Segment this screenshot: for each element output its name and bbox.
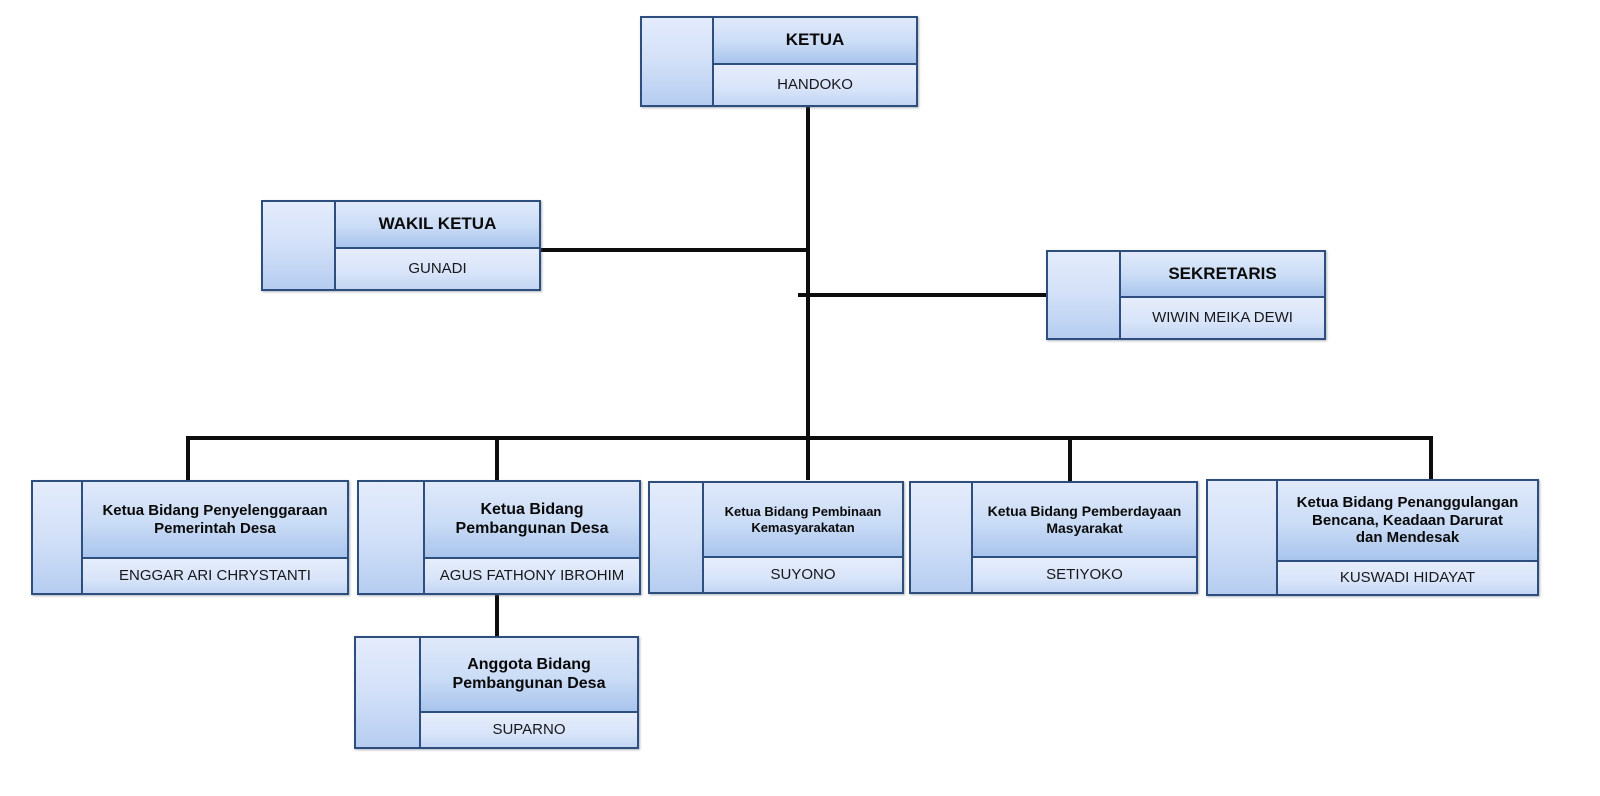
org-node-sidecell xyxy=(1048,252,1121,338)
org-node-title: KETUA xyxy=(714,18,916,65)
org-node-title: Ketua Bidang Pembangunan Desa xyxy=(425,482,639,559)
org-node-sidecell xyxy=(1208,481,1278,594)
org-node-person-name: SETIYOKO xyxy=(973,558,1196,592)
org-node-person-name: SUPARNO xyxy=(421,713,637,747)
connector-drop-bidang-pemerintah-desa xyxy=(186,436,190,482)
org-node-person-name: WIWIN MEIKA DEWI xyxy=(1121,298,1324,338)
org-node-person-name: KUSWADI HIDAYAT xyxy=(1278,562,1537,594)
org-node-title: Ketua Bidang Penyelenggaraan Pemerintah … xyxy=(83,482,347,559)
org-node-title: SEKRETARIS xyxy=(1121,252,1324,298)
org-node-title: Ketua Bidang Penanggulangan Bencana, Kea… xyxy=(1278,481,1537,562)
org-node-sidecell xyxy=(650,483,704,592)
org-node-bidang-penanggulangan-bencana[interactable]: Ketua Bidang Penanggulangan Bencana, Kea… xyxy=(1206,479,1539,596)
org-node-sidecell xyxy=(911,483,973,592)
connector-branch-to-wakil-ketua xyxy=(541,248,808,252)
org-node-person-name: ENGGAR ARI CHRYSTANTI xyxy=(83,559,347,593)
org-node-sidecell xyxy=(263,202,336,289)
connector-branch-to-sekretaris xyxy=(798,293,1048,297)
org-node-body: Ketua Bidang Penyelenggaraan Pemerintah … xyxy=(83,482,347,593)
org-node-person-name: HANDOKO xyxy=(714,65,916,105)
org-node-body: Ketua Bidang Penanggulangan Bencana, Kea… xyxy=(1278,481,1537,594)
connector-drop-bidang-penanggulangan-bencana xyxy=(1429,436,1433,481)
org-node-title: WAKIL KETUA xyxy=(336,202,539,249)
connector-bus-horizontal xyxy=(186,436,1433,440)
org-node-person-name: AGUS FATHONY IBROHIM xyxy=(425,559,639,593)
org-node-person-name: SUYONO xyxy=(704,558,902,592)
org-node-sidecell xyxy=(356,638,421,747)
org-node-sidecell xyxy=(642,18,714,105)
connector-drop-bidang-pembangunan-desa xyxy=(495,436,499,482)
connector-drop-bidang-pemberdayaan-masyarakat xyxy=(1068,436,1072,483)
org-node-sidecell xyxy=(33,482,83,593)
org-node-title: Ketua Bidang Pembinaan Kemasyarakatan xyxy=(704,483,902,558)
org-node-bidang-pemerintah-desa[interactable]: Ketua Bidang Penyelenggaraan Pemerintah … xyxy=(31,480,349,595)
org-node-sidecell xyxy=(359,482,425,593)
connector-drop-anggota-pembangunan-desa xyxy=(495,595,499,638)
org-node-person-name: GUNADI xyxy=(336,249,539,289)
org-node-title: Anggota Bidang Pembangunan Desa xyxy=(421,638,637,713)
org-node-title: Ketua Bidang Pemberdayaan Masyarakat xyxy=(973,483,1196,558)
